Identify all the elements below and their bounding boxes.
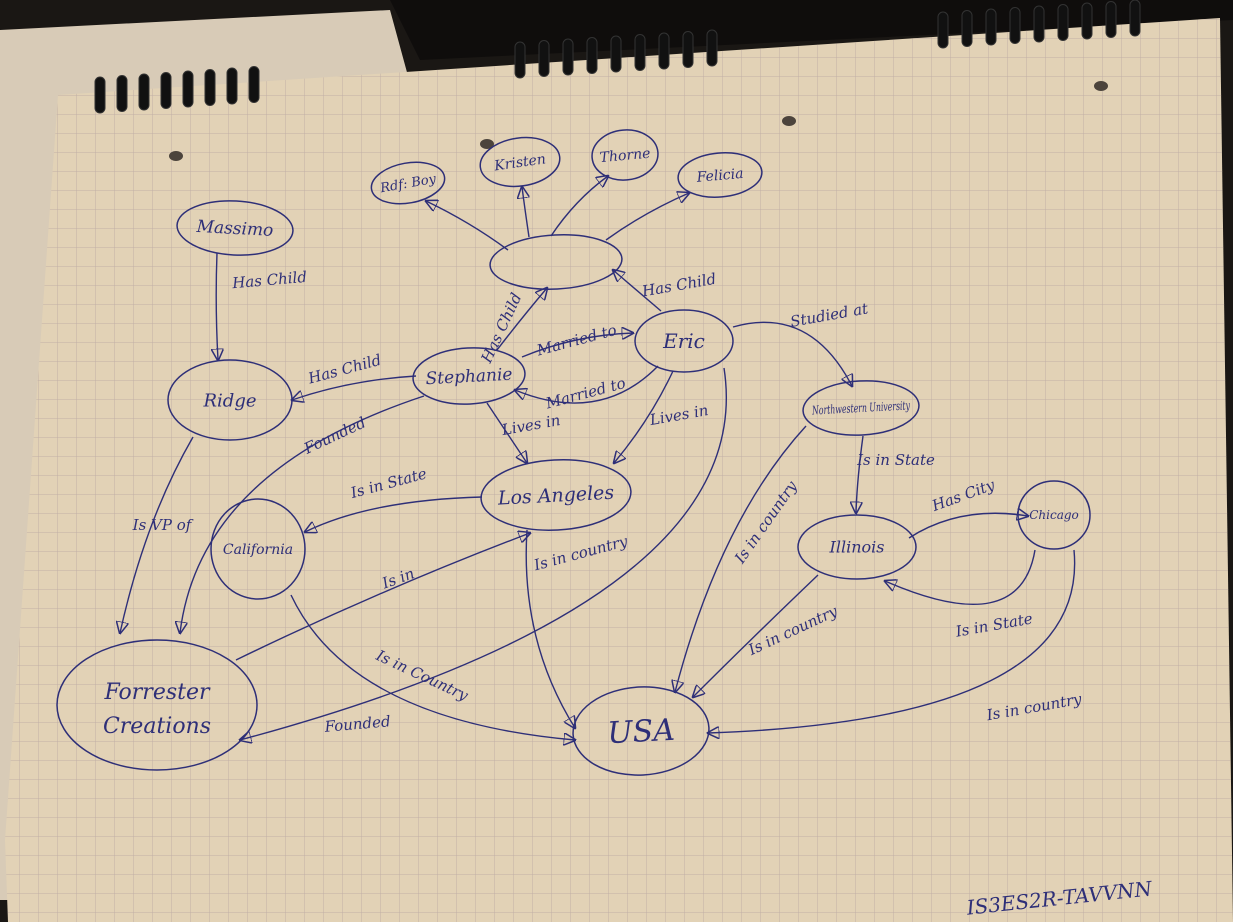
- node-ellipse: [802, 380, 920, 436]
- node-ellipse: [412, 347, 526, 405]
- edge-illinois-to-usa: [693, 574, 819, 697]
- edge-stephanie-to-eric: [521, 333, 633, 358]
- edge-chicago-to-usa: [708, 549, 1076, 733]
- node-label: Ridge: [202, 390, 256, 411]
- edge-label: Is VP of: [132, 516, 194, 534]
- node-chicago: Chicago: [1017, 480, 1091, 550]
- node-massimo: Massimo: [176, 200, 294, 256]
- edge-unnamed-to-kristen: [522, 187, 529, 238]
- edge-forrester-to-los-angeles: [235, 533, 530, 661]
- node-label: Felicia: [695, 166, 744, 186]
- edge-stephanie-to-unnamed: [496, 288, 547, 351]
- node-label: California: [223, 542, 293, 558]
- node-ellipse: [1017, 480, 1091, 550]
- punch-holes: [169, 81, 1108, 161]
- node-label: Northwestern University: [811, 398, 910, 417]
- node-felicia: Felicia: [677, 152, 763, 198]
- node-ellipse: [677, 152, 763, 198]
- node-ellipse: [634, 309, 734, 373]
- node-label: Thorne: [599, 146, 651, 166]
- node-label: Kristen: [492, 151, 546, 174]
- edge-chicago-to-illinois: [885, 549, 1036, 606]
- top-dark-area: [390, 0, 1233, 60]
- node-label: Massimo: [195, 217, 274, 241]
- edge-eric-to-stephanie: [515, 365, 659, 404]
- edge-ridge-to-forrester: [120, 436, 194, 633]
- node-california: California: [210, 498, 306, 600]
- edge-northwestern-to-usa: [675, 425, 807, 692]
- node-ellipse: [479, 136, 561, 188]
- node-label-line: Creations: [103, 714, 211, 739]
- node-thorne: Thorne: [591, 129, 659, 181]
- node-northwestern: Northwestern University: [802, 380, 920, 436]
- node-ellipse: [489, 234, 623, 290]
- edge-california-to-usa: [290, 594, 575, 740]
- node-usa: USA: [572, 686, 710, 776]
- edge-unnamed-to-felicia: [605, 193, 689, 241]
- node-ellipse: [480, 459, 632, 531]
- edge-los-angeles-to-usa: [525, 529, 575, 728]
- edge-unnamed-to-thorne: [550, 176, 608, 237]
- node-ridge: Ridge: [167, 359, 293, 441]
- node-label: Eric: [662, 329, 705, 353]
- node-ellipse: [572, 686, 710, 776]
- notebook-grid: [5, 18, 1233, 922]
- edge-label: Is in State: [856, 451, 935, 469]
- edge-eric-to-los-angeles: [614, 370, 674, 463]
- node-ellipse: [176, 200, 294, 256]
- node-label: Illinois: [829, 538, 885, 557]
- edge-stephanie-to-ridge: [292, 375, 417, 400]
- edge-unnamed-to-rdf-boy: [426, 201, 509, 251]
- node-label: Chicago: [1029, 508, 1079, 522]
- node-ellipse: [370, 161, 446, 205]
- node-label-line: Forrester: [103, 680, 211, 705]
- edge-los-angeles-to-california: [305, 496, 483, 532]
- node-kristen: Kristen: [479, 136, 561, 188]
- edge-illinois-to-chicago: [908, 513, 1028, 539]
- node-label: USA: [606, 713, 675, 751]
- node-ellipse: [210, 498, 306, 600]
- edge-massimo-to-ridge: [216, 252, 218, 360]
- edge-label: Founded: [323, 712, 391, 736]
- node-ellipse: [56, 639, 258, 771]
- edge-stephanie-to-forrester: [180, 395, 425, 633]
- spiral-binding: [94, 0, 1141, 114]
- edge-eric-to-unnamed: [613, 270, 662, 312]
- node-eric: Eric: [634, 309, 734, 373]
- node-stephanie: Stephanie: [412, 347, 526, 405]
- node-label: Stephanie: [425, 365, 513, 390]
- edge-eric-to-forrester: [240, 367, 727, 740]
- edge-northwestern-to-illinois: [856, 435, 864, 513]
- node-ellipse: [167, 359, 293, 441]
- node-ellipse: [591, 129, 659, 181]
- node-illinois: Illinois: [797, 514, 917, 580]
- edge-eric-to-northwestern: [732, 321, 852, 386]
- node-ellipse: [797, 514, 917, 580]
- edge-stephanie-to-los-angeles: [486, 402, 527, 463]
- node-unnamed: [489, 234, 623, 290]
